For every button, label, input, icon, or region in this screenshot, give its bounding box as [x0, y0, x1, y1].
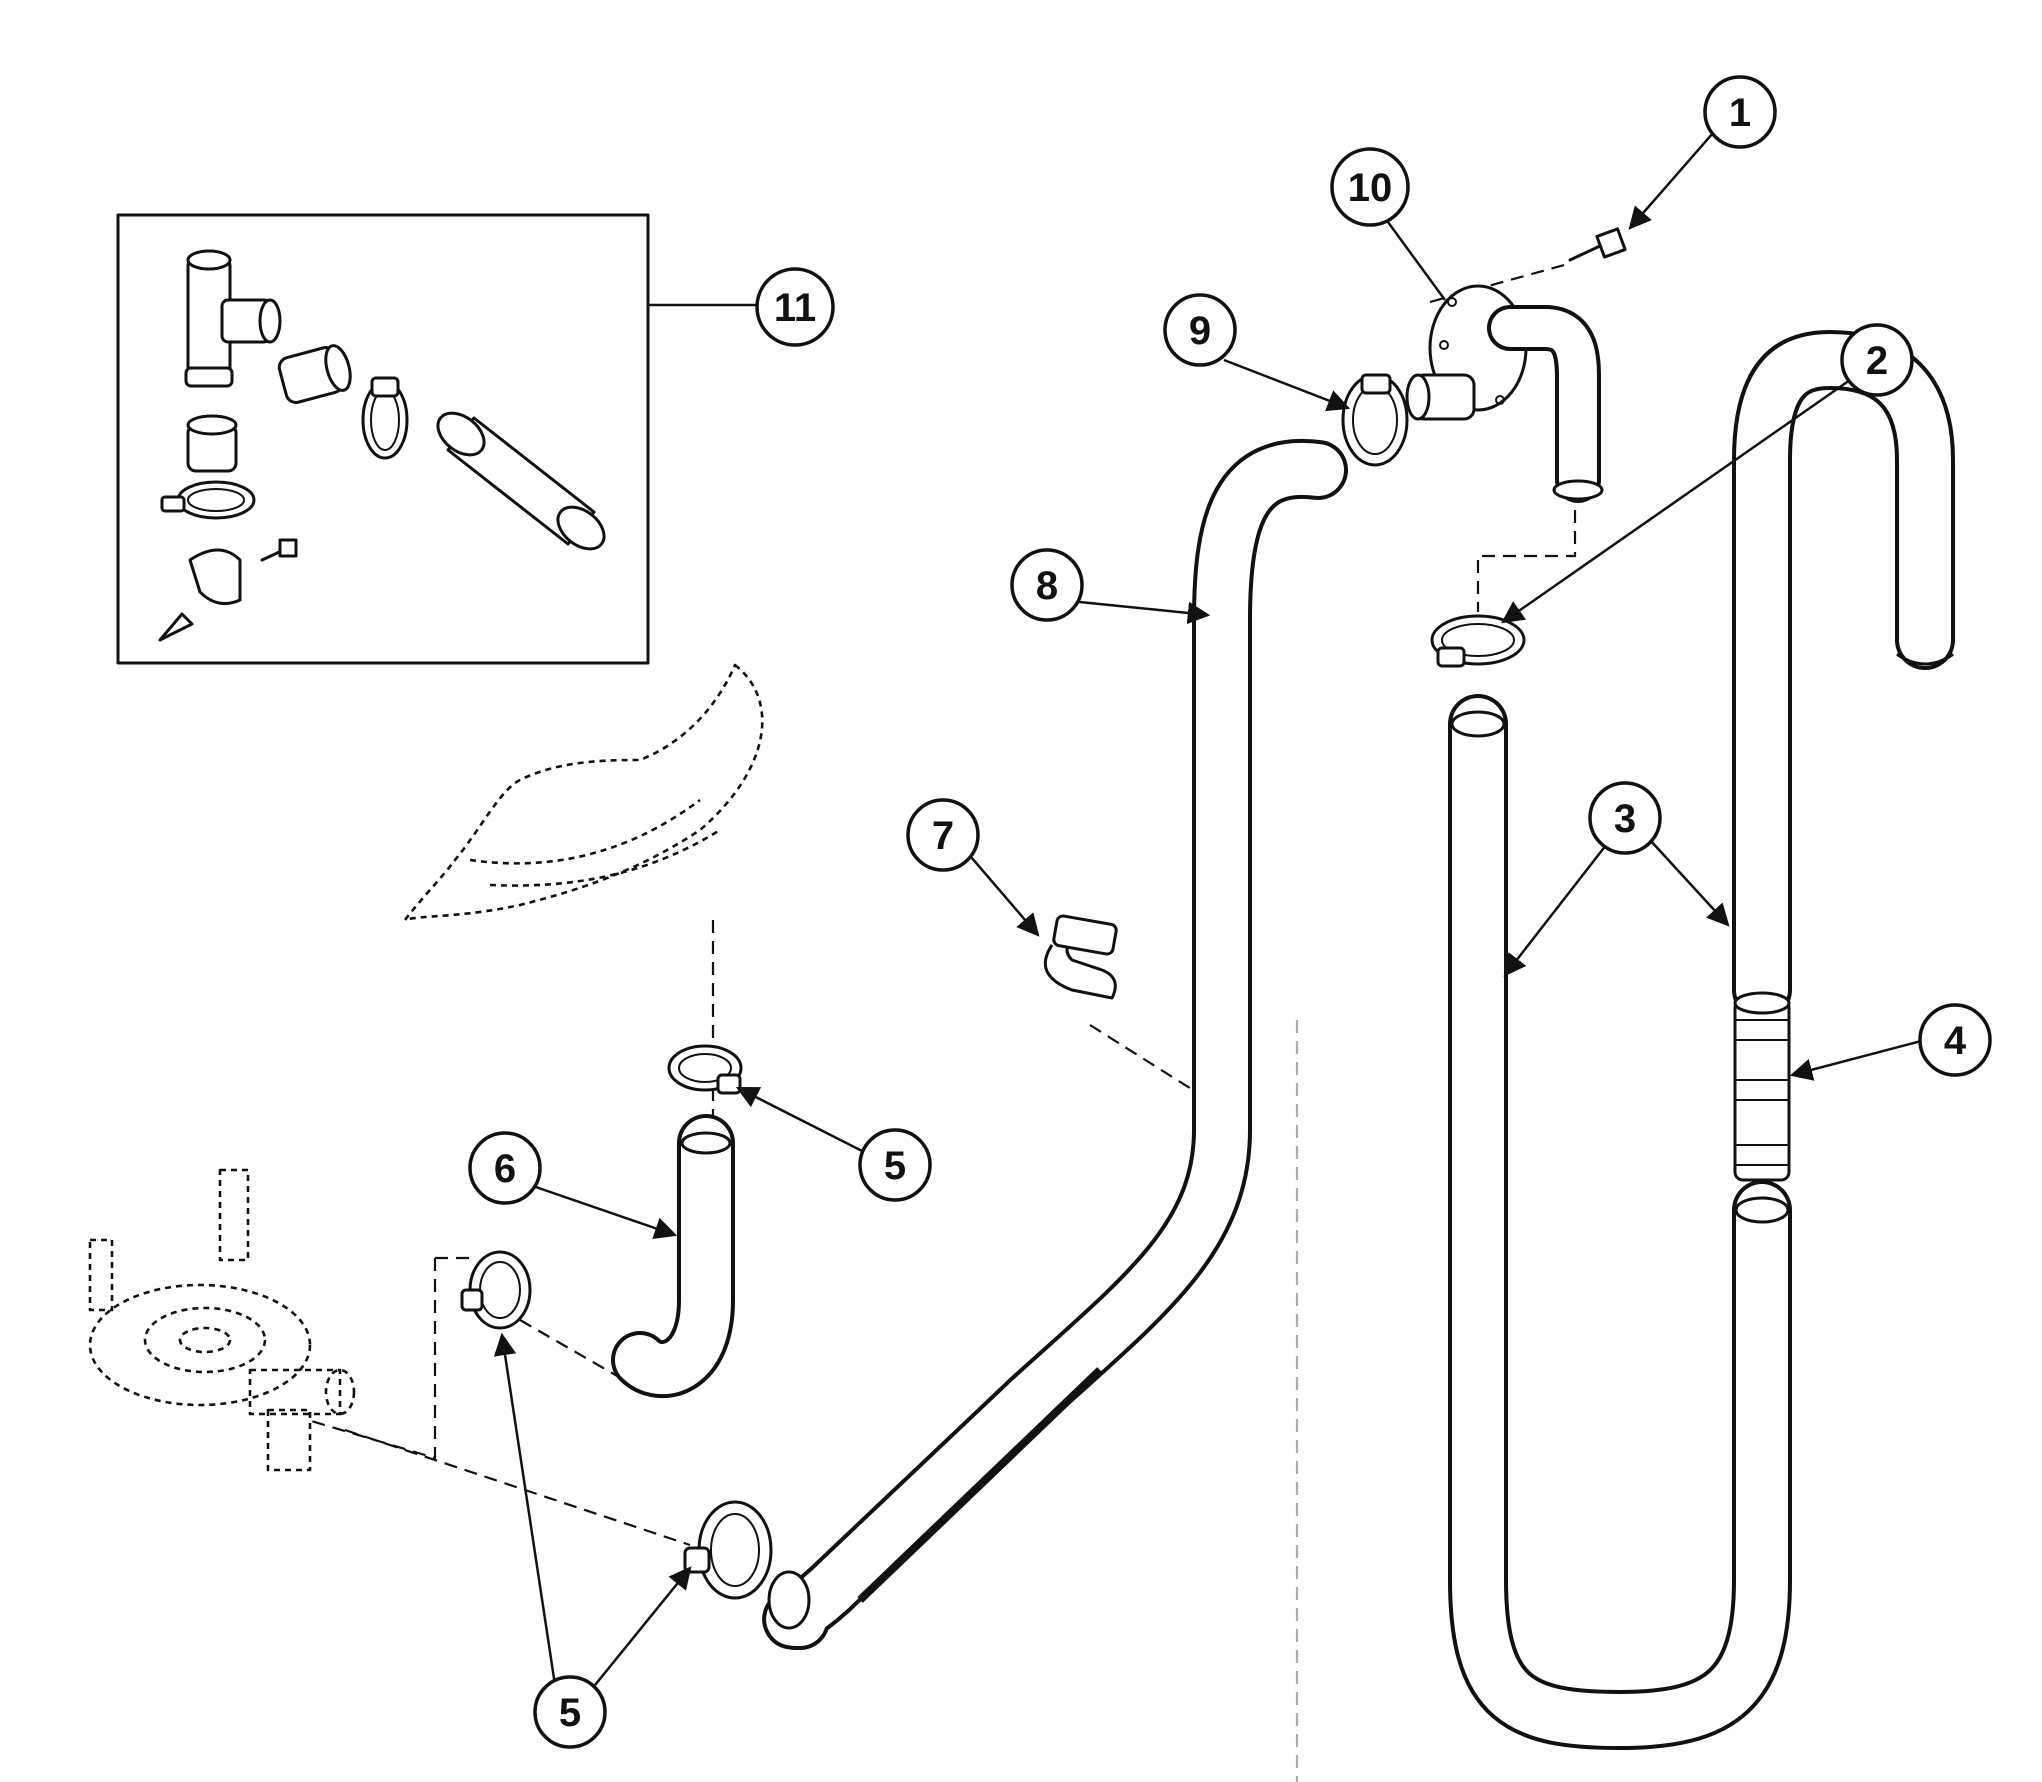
clamp-9 [1341, 373, 1409, 467]
hose-section [436, 411, 606, 551]
callout-11: 11 [755, 267, 835, 347]
callout-4: 4 [1918, 1003, 1992, 1077]
push-pin [158, 612, 194, 642]
callout-label: 3 [1614, 797, 1636, 841]
callout-7: 7 [906, 798, 980, 872]
bushing [186, 414, 238, 473]
screw-1 [1568, 227, 1627, 262]
clamp-7 [1043, 914, 1118, 1000]
assembly-lines [307, 262, 1577, 1782]
tee-connector [184, 249, 282, 388]
hose-3-upper [1732, 330, 1955, 1020]
callout-label: 2 [1866, 339, 1888, 383]
small-clamp [361, 376, 409, 460]
clamp-5-mid [460, 1250, 532, 1330]
callout-10: 10 [1330, 147, 1410, 227]
callout-label: 4 [1944, 1019, 1967, 1063]
connector-4 [1733, 991, 1791, 1182]
flange-elbow-10 [1405, 284, 1604, 503]
callout-label: 11 [774, 286, 816, 330]
callout-label: 10 [1348, 166, 1393, 210]
callout-5-top: 5 [858, 1128, 932, 1202]
tub-outline-ghost [403, 663, 764, 922]
clamp-5-bottom [683, 1500, 773, 1600]
hose-bracket [188, 538, 298, 606]
callout-8: 8 [1010, 548, 1084, 622]
callout-5-bottom: 5 [533, 1675, 607, 1749]
callout-label: 8 [1036, 564, 1058, 608]
hose-3-lower [1448, 694, 1792, 1750]
clamp-5-top [667, 1044, 743, 1095]
clamp-2 [1430, 614, 1526, 668]
callout-3: 3 [1588, 781, 1662, 855]
callout-9: 9 [1163, 293, 1237, 367]
callout-label: 9 [1189, 309, 1211, 353]
callout-1: 1 [1703, 75, 1777, 149]
callout-2: 2 [1840, 323, 1914, 397]
callout-6: 6 [468, 1131, 542, 1205]
hose-8 [762, 438, 1348, 1650]
callout-label: 5 [559, 1691, 581, 1735]
parts-kit-inset [116, 213, 650, 665]
callout-label: 5 [884, 1144, 906, 1188]
clamp-ring [160, 480, 256, 520]
callout-label: 1 [1729, 91, 1751, 135]
hose-6 [611, 1114, 735, 1399]
callout-label: 7 [932, 814, 954, 858]
pump-ghost [88, 1168, 356, 1472]
callout-label: 6 [494, 1147, 516, 1191]
coupling-sleeve [277, 344, 352, 404]
